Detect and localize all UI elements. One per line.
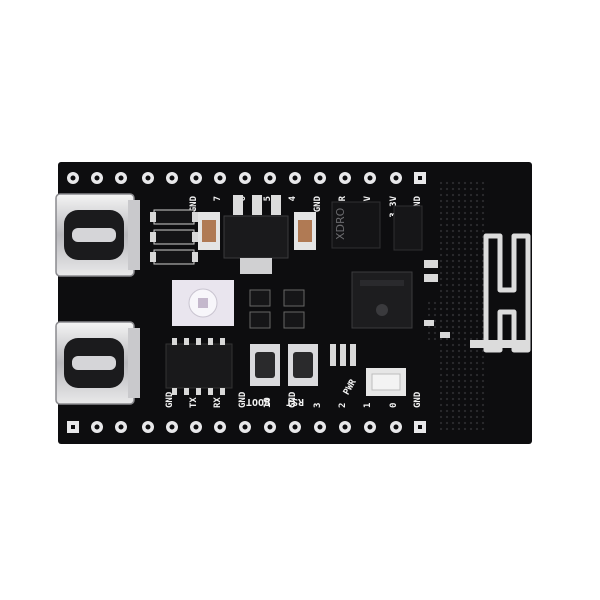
boot-button[interactable] [250,344,280,386]
bottom-pin-label: 10 [263,397,273,408]
voltage-regulator [223,195,289,274]
top-pin-label: 5 [263,196,273,201]
passives [330,260,450,366]
bottom-pin-label: GND [238,391,248,408]
bottom-pin-label: 1 [363,403,373,408]
reset-button-label: RST [286,396,304,407]
transistor-group [249,289,305,329]
serial-chip [165,338,233,395]
top-pin-row [67,172,426,184]
top-pin-label: 7 [213,196,223,201]
bottom-pin-label: RX [213,397,223,408]
regulator-chip-right [393,205,423,251]
bottom-pin-label: 0 [389,403,399,408]
top-pin-label: GND [313,195,323,212]
usb-c-port-bottom[interactable] [55,321,140,405]
bottom-pin-label: GND [288,391,298,408]
rgb-led [172,280,234,326]
bottom-pin-label: 2 [338,403,348,408]
crystal [366,368,406,396]
flash-chip-label: XDRO [334,207,347,240]
capacitor-right [294,212,316,250]
usb-c-port-top[interactable] [55,193,140,277]
pcb-antenna [470,233,531,353]
bottom-pin-label: TX [189,397,199,408]
mcu-chip [351,271,413,329]
top-pin-label: GND [413,195,423,212]
top-pin-label: 4 [288,195,298,201]
boot-button-label: BOOT [246,396,270,407]
capacitor-left [198,212,220,250]
bottom-pin-label: GND [165,391,175,408]
bottom-pin-row [67,421,426,433]
flash-chip: XDRO [331,201,381,249]
top-pin-label: R [338,195,348,201]
diode-array [150,209,198,265]
bottom-pin-label: GND [413,391,423,408]
top-pin-label: GND [189,195,199,212]
bottom-pin-labels: GND TX RX GND 10 GND 3 2 1 0 GND [165,391,423,408]
bottom-pin-label: 3 [313,403,323,408]
reset-button[interactable] [288,344,318,386]
